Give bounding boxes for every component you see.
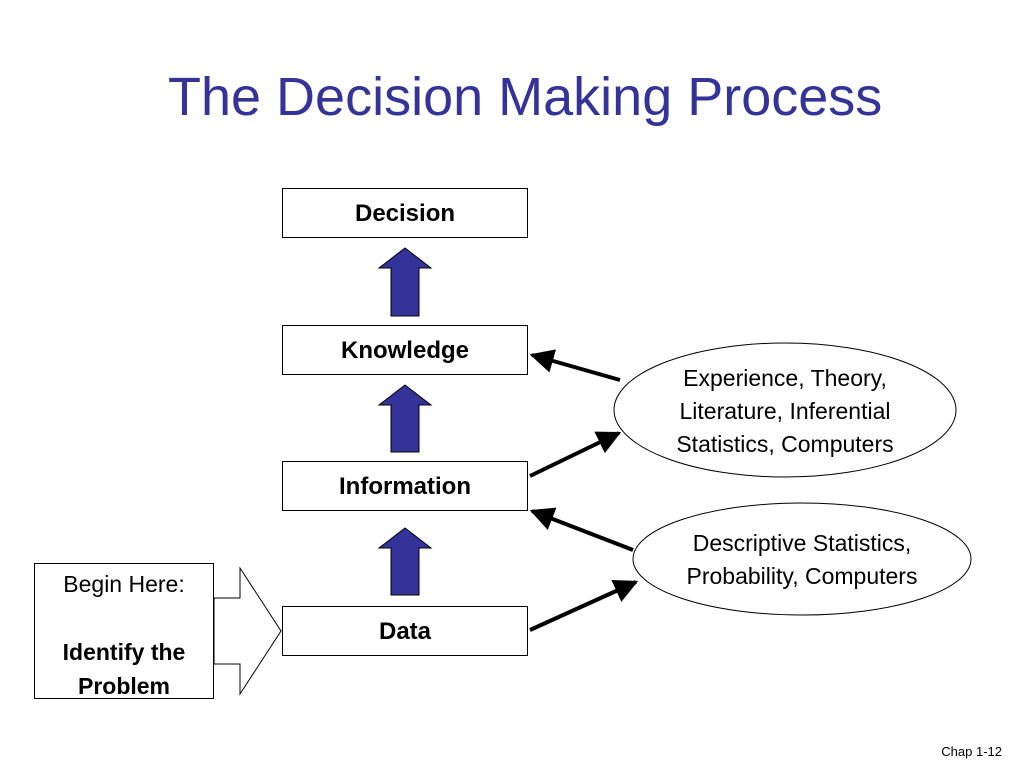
information-sources-text: Descriptive Statistics, Probability, Com… [636, 527, 968, 593]
begin-spacer [35, 601, 213, 635]
knowledge-sources-line: Experience, Theory, [683, 365, 887, 391]
arrow-oval1-to-knowledge [529, 349, 621, 382]
up-arrow-data-to-information [377, 527, 433, 596]
knowledge-sources-text: Experience, Theory, Literature, Inferent… [620, 362, 950, 461]
data-box: Data [282, 606, 528, 656]
page-title: The Decision Making Process [168, 67, 883, 127]
begin-arrow [213, 566, 282, 696]
information-sources-line: Descriptive Statistics, [692, 530, 912, 556]
oval-information-sources [632, 502, 972, 616]
decision-box: Decision [282, 188, 528, 238]
identify-problem-line1: Identify the [62, 639, 186, 665]
information-box: Information [282, 461, 528, 511]
knowledge-sources-line: Literature, Inferential [679, 398, 891, 424]
up-arrow-knowledge-to-decision [377, 247, 433, 317]
up-arrow-information-to-knowledge [377, 384, 433, 453]
arrow-information-to-oval1 [529, 431, 622, 478]
arrow-oval2-to-information [529, 507, 634, 552]
arrow-data-to-oval2 [529, 579, 639, 632]
information-sources-line: Probability, Computers [686, 563, 918, 589]
knowledge-box: Knowledge [282, 325, 528, 375]
oval-knowledge-sources [613, 342, 957, 478]
identify-problem-line2: Problem [77, 673, 171, 699]
begin-here-label: Begin Here: [63, 571, 185, 597]
knowledge-sources-line: Statistics, Computers [676, 431, 894, 457]
begin-here-box: Begin Here: Identify the Problem [34, 563, 214, 699]
slide-footer: Chap 1-12 [941, 744, 1002, 759]
